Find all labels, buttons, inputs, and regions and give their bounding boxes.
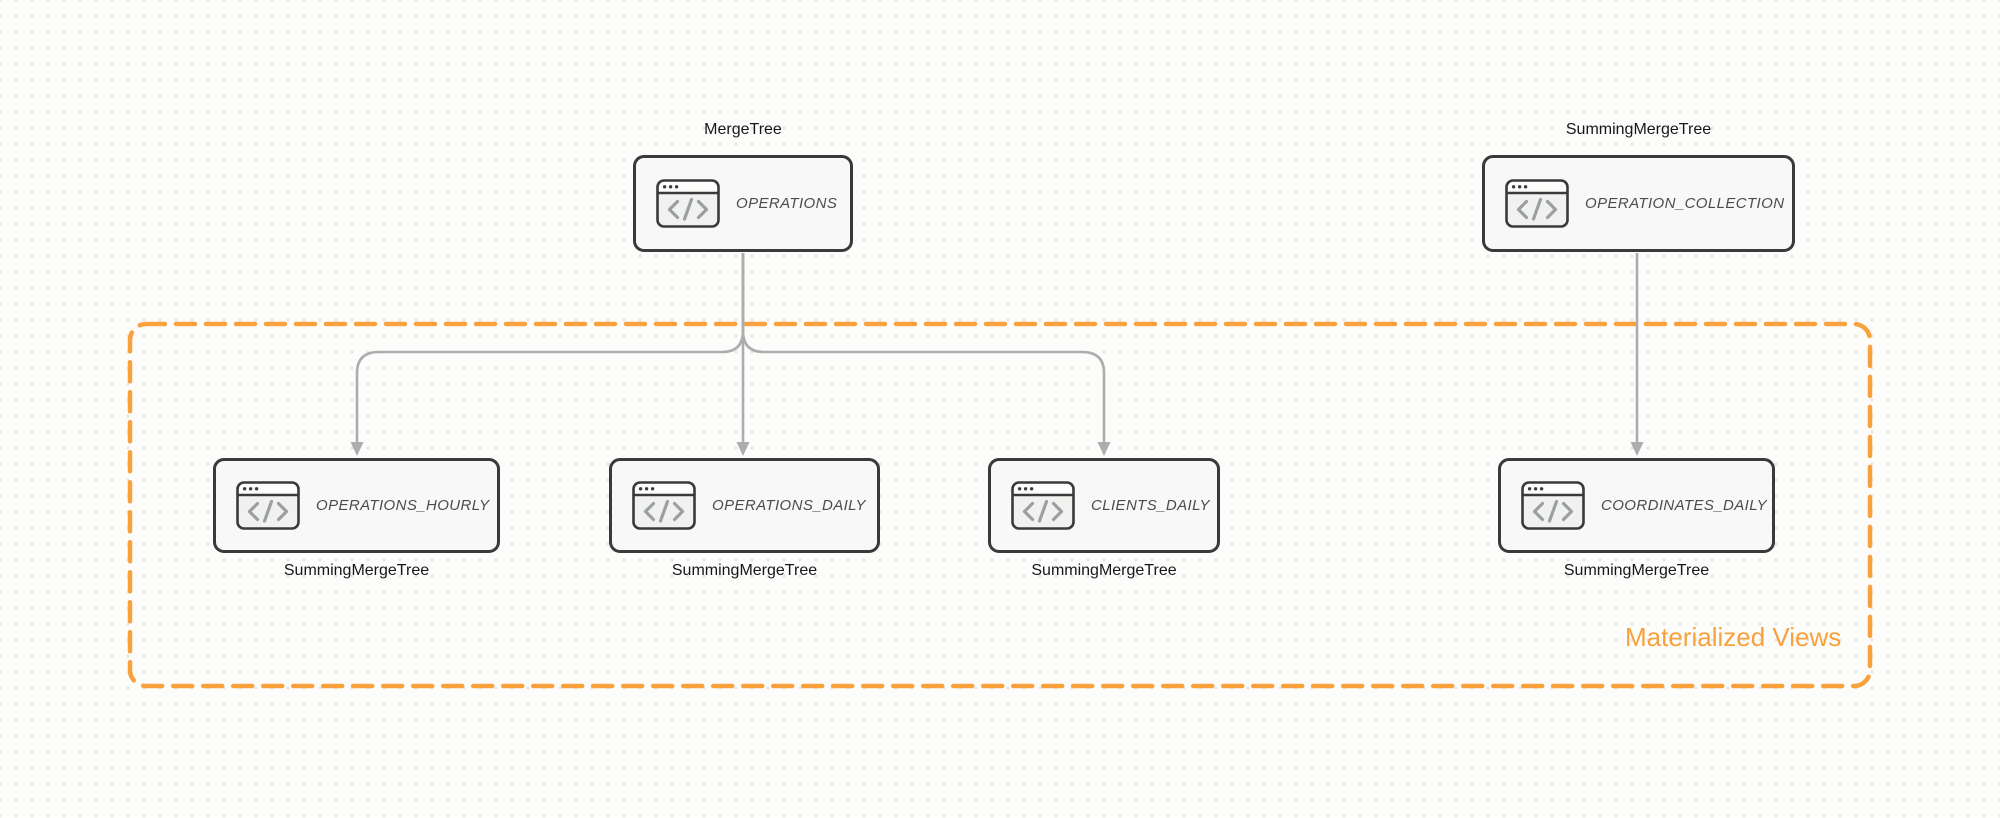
code-window-icon: [1521, 481, 1585, 530]
materialized-views-group-frame[interactable]: [127, 321, 1873, 689]
code-window-icon: [632, 481, 696, 530]
code-window-icon: [656, 179, 720, 228]
node-coordinates-daily[interactable]: COORDINATES_DAILY: [1498, 458, 1775, 553]
node-label: OPERATIONS_HOURLY: [316, 497, 490, 514]
engine-label-operations: MergeTree: [704, 121, 782, 138]
materialized-views-label: Materialized Views: [1625, 622, 1842, 652]
node-operations-hourly[interactable]: OPERATIONS_HOURLY: [213, 458, 500, 553]
arrowhead-operations-daily: [736, 442, 750, 456]
edge-operations-to-clients-daily: [741, 253, 1106, 442]
arrowhead-operations-hourly: [350, 442, 364, 456]
arrowhead-clients-daily: [1097, 442, 1111, 456]
engine-label-clients-daily: SummingMergeTree: [1031, 562, 1177, 579]
code-window-icon: [1011, 481, 1075, 530]
engine-label-operation-collection: SummingMergeTree: [1565, 121, 1712, 138]
edge-operations-to-operations-hourly: [355, 253, 745, 442]
arrowhead-coordinates-daily: [1630, 442, 1644, 456]
engine-label-coordinates-daily: SummingMergeTree: [1563, 562, 1710, 579]
code-window-icon: [236, 481, 300, 530]
node-operations-daily[interactable]: OPERATIONS_DAILY: [609, 458, 880, 553]
node-operation-collection[interactable]: OPERATION_COLLECTION: [1482, 155, 1795, 252]
code-window-icon: [1505, 179, 1569, 228]
node-label: OPERATIONS: [736, 195, 838, 212]
node-label: OPERATION_COLLECTION: [1585, 195, 1785, 212]
engine-label-operations-daily: SummingMergeTree: [671, 562, 818, 579]
node-label: COORDINATES_DAILY: [1601, 497, 1768, 514]
node-label: CLIENTS_DAILY: [1091, 497, 1210, 514]
node-label: OPERATIONS_DAILY: [712, 497, 866, 514]
node-clients-daily[interactable]: CLIENTS_DAILY: [988, 458, 1220, 553]
engine-label-operations-hourly: SummingMergeTree: [283, 562, 430, 579]
node-operations[interactable]: OPERATIONS: [633, 155, 853, 252]
